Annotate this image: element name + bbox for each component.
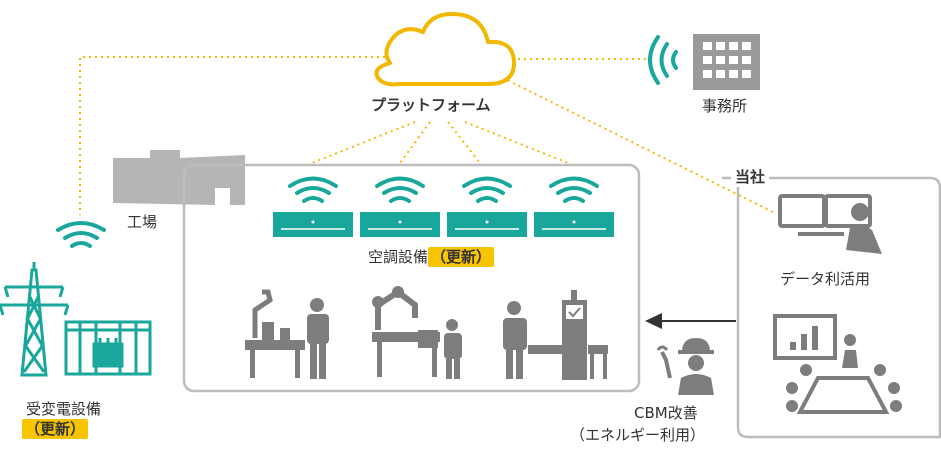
analyst-icon [778,194,882,254]
assembly-line-icon [245,289,329,379]
ac-unit-icon [447,212,527,237]
factory-frame [182,163,641,393]
robot-arm-line-icon [372,286,462,379]
cloud-icon [374,12,516,87]
data-usage-label: データ利活用 [780,270,871,288]
hvac-update-badge: （更新） [428,247,495,267]
substation-icon [64,320,152,376]
maintenance-worker-icon [656,338,714,395]
ac-unit-icon [273,212,353,237]
hvac-wifi-icons [288,176,599,203]
factory-building-icon [113,150,245,205]
ac-unit-icon [534,212,614,237]
hvac-units [273,212,614,237]
meeting-icon [773,314,902,414]
cbm-label: CBM改善 [634,404,698,422]
office-wifi-icon [648,35,678,85]
hvac-label: 空調設備（更新） [368,246,495,267]
arrow-icon [645,313,736,329]
inspection-machine-icon [503,290,608,380]
substation-badge-text: （更新） [22,419,89,439]
connection-lines [79,56,776,215]
company-label: 当社 [731,166,770,187]
platform-label: プラットフォーム [371,96,491,114]
ac-unit-icon [360,212,440,237]
office-building-icon [693,34,760,90]
hvac-label-text: 空調設備 [368,248,429,266]
substation-update-badge: （更新） [22,418,89,439]
factory-label: 工場 [127,213,158,231]
power-tower-icon [0,262,70,377]
office-label: 事務所 [702,97,748,115]
substation-label: 受変電設備 [26,400,102,418]
cbm-sublabel: （エネルギー利用） [570,426,706,444]
substation-wifi-icon [56,221,106,248]
